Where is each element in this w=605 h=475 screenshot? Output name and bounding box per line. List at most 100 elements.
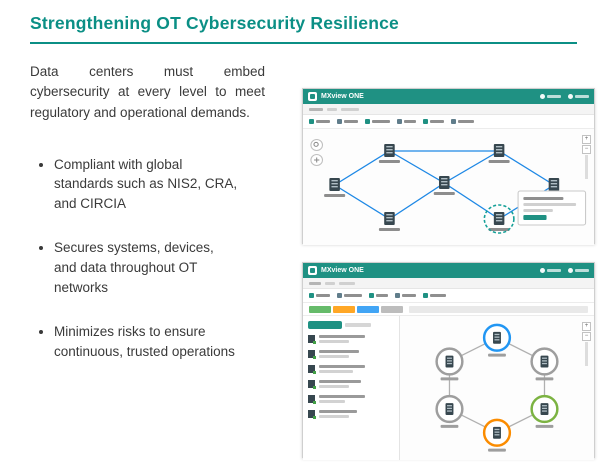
app-title: MXview ONE: [321, 267, 364, 274]
device-filter-button[interactable]: [308, 321, 342, 329]
notification-button[interactable]: [540, 268, 561, 273]
device-list-item[interactable]: [308, 335, 394, 344]
topology-node[interactable]: [378, 144, 400, 163]
topology-canvas[interactable]: + −: [303, 129, 594, 245]
header-actions: [540, 268, 589, 273]
zoom-slider[interactable]: [585, 342, 588, 366]
ring-topology-svg: [435, 323, 559, 452]
toolbar-button[interactable]: [397, 119, 416, 124]
status-strip-track: [409, 305, 588, 313]
app-header: MXview ONE: [303, 263, 594, 278]
status-chip-warning[interactable]: [333, 305, 355, 313]
node-highlight-ring: [483, 204, 515, 234]
toolbar-button[interactable]: [451, 119, 474, 124]
tool-icon: [423, 119, 428, 124]
device-list-item[interactable]: [308, 350, 394, 359]
ring-node-top-right[interactable]: [530, 347, 559, 381]
zoom-in-button[interactable]: +: [582, 135, 591, 144]
tooltip-action-button[interactable]: [523, 215, 547, 220]
ring-topology-canvas[interactable]: + −: [400, 316, 594, 460]
device-icon: [308, 365, 316, 374]
device-list-header: [308, 321, 394, 329]
title-underline: [30, 42, 577, 44]
canvas-search-button[interactable]: [310, 139, 324, 151]
content-body: + −: [303, 316, 594, 460]
tool-icon: [309, 119, 314, 124]
toolbar-button[interactable]: [309, 119, 330, 124]
node-tooltip: [517, 190, 587, 226]
header-actions: [540, 94, 589, 99]
toolbar-button[interactable]: [423, 293, 446, 298]
tool-icon: [337, 119, 342, 124]
device-icon: [308, 410, 316, 419]
breadcrumb: [303, 104, 594, 115]
toolbar-button[interactable]: [369, 293, 388, 298]
status-filter-strip: [303, 303, 594, 316]
device-icon: [308, 350, 316, 359]
bullet-item: Compliant with global standards such as …: [54, 155, 239, 214]
device-icon: [308, 335, 316, 344]
tool-icon: [397, 119, 402, 124]
device-icon: [308, 380, 316, 389]
ring-node-bottom-right[interactable]: [530, 394, 559, 428]
tool-icon: [451, 119, 456, 124]
toolbar-button[interactable]: [365, 119, 390, 124]
bell-icon: [540, 268, 545, 273]
breadcrumb: [303, 278, 594, 289]
ring-node-bottom-left[interactable]: [435, 394, 464, 428]
ring-node-top-left[interactable]: [435, 347, 464, 381]
notification-button[interactable]: [540, 94, 561, 99]
text-column: Data centers must embed cybersecurity at…: [30, 62, 285, 386]
tool-icon: [423, 293, 428, 298]
tool-icon: [309, 293, 314, 298]
toolbar-button[interactable]: [423, 119, 444, 124]
screenshot-topology: MXview ONE +: [302, 88, 595, 245]
zoom-controls: + −: [582, 322, 591, 366]
app-header: MXview ONE: [303, 89, 594, 104]
bullet-text: Secures systems, devices, and data throu…: [54, 240, 214, 295]
network-topology-svg: [310, 139, 587, 234]
status-chip-info[interactable]: [357, 305, 379, 313]
toolbar-button[interactable]: [337, 119, 358, 124]
device-list-item[interactable]: [308, 380, 394, 389]
user-menu-button[interactable]: [568, 94, 589, 99]
status-chip-normal[interactable]: [309, 305, 331, 313]
bullet-item: Minimizes risks to ensure continuous, tr…: [54, 322, 239, 361]
status-chip-offline[interactable]: [381, 305, 403, 313]
tool-icon: [395, 293, 400, 298]
toolbar-button[interactable]: [395, 293, 416, 298]
ring-node-bottom[interactable]: [482, 418, 512, 452]
zoom-out-button[interactable]: −: [582, 145, 591, 154]
device-list-item[interactable]: [308, 410, 394, 419]
bullet-text: Minimizes risks to ensure continuous, tr…: [54, 324, 235, 359]
toolbar: [303, 289, 594, 303]
device-list-panel: [303, 316, 400, 460]
mxview-logo-icon: [308, 266, 317, 275]
user-icon: [568, 94, 573, 99]
zoom-slider[interactable]: [585, 155, 588, 179]
user-menu-button[interactable]: [568, 268, 589, 273]
page-title: Strengthening OT Cybersecurity Resilienc…: [30, 13, 399, 33]
toolbar-button[interactable]: [309, 293, 330, 298]
zoom-out-button[interactable]: −: [582, 332, 591, 341]
device-icon: [308, 395, 316, 404]
canvas-add-button[interactable]: [310, 154, 324, 166]
topology-node[interactable]: [488, 144, 510, 163]
toolbar-button[interactable]: [337, 293, 362, 298]
device-list-item[interactable]: [308, 365, 394, 374]
device-list-item[interactable]: [308, 395, 394, 404]
bullet-text: Compliant with global standards such as …: [54, 156, 238, 211]
bell-icon: [540, 94, 545, 99]
ring-links: [448, 337, 546, 434]
bullet-list: Compliant with global standards such as …: [34, 155, 239, 362]
ring-node-top[interactable]: [482, 323, 512, 357]
app-title: MXview ONE: [321, 93, 364, 100]
zoom-in-button[interactable]: +: [582, 322, 591, 331]
tool-icon: [365, 119, 370, 124]
mxview-logo-icon: [308, 92, 317, 101]
tool-icon: [369, 293, 374, 298]
tool-icon: [337, 293, 342, 298]
screenshot-column: MXview ONE +: [302, 88, 595, 460]
toolbar: [303, 115, 594, 129]
